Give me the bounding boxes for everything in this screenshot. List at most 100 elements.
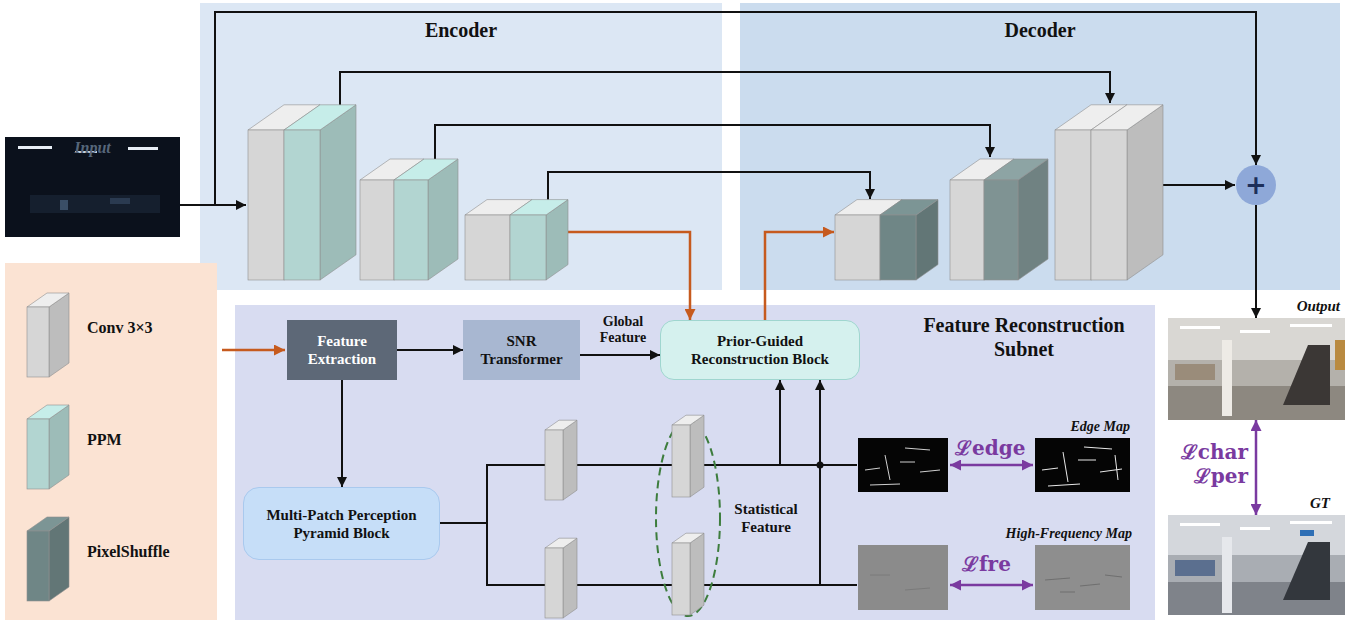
cuboid-front xyxy=(360,180,394,280)
cuboid-side xyxy=(284,105,320,280)
legend-swatch xyxy=(27,531,49,601)
high-frequency-images xyxy=(858,545,1130,610)
graphic-part xyxy=(30,195,160,213)
sum-circle: + xyxy=(1236,165,1276,205)
cuboid-top xyxy=(545,538,577,548)
node-text: GT xyxy=(1310,495,1330,512)
cuboid-front xyxy=(880,215,916,280)
node-text: Edge Map xyxy=(1071,419,1131,435)
cuboid-top xyxy=(545,420,577,430)
cuboid-top xyxy=(284,105,356,130)
cuboid-side xyxy=(690,533,704,615)
cuboid xyxy=(1055,105,1127,280)
graphic-part xyxy=(110,198,130,204)
connector xyxy=(440,380,780,523)
cuboid xyxy=(880,200,938,280)
graphic-part xyxy=(1168,318,1345,420)
graphic-part xyxy=(870,575,930,590)
node-text: Prior-Guided Reconstruction Block xyxy=(669,332,851,368)
cuboid-front xyxy=(394,180,428,280)
cuboid-front xyxy=(510,215,546,280)
cuboid xyxy=(284,105,356,280)
cuboid-front xyxy=(672,425,690,497)
cuboid xyxy=(27,293,69,377)
cuboid-side xyxy=(49,517,69,601)
process-box: Feature Extraction xyxy=(287,320,397,380)
edge-label: ℒchar ℒper xyxy=(1180,440,1248,488)
legend-swatch xyxy=(27,307,49,377)
graphic-part xyxy=(1168,515,1345,615)
cuboid xyxy=(672,415,704,497)
cuboid xyxy=(510,200,568,280)
input-image-box: Input xyxy=(5,137,180,237)
connector xyxy=(580,354,660,356)
graphic-part xyxy=(1175,364,1215,380)
graphic-part xyxy=(1180,326,1220,329)
graphic-part xyxy=(1035,545,1130,610)
decoder-band-fill xyxy=(740,3,1340,290)
graphic-part xyxy=(858,438,948,492)
cuboid-top xyxy=(672,533,704,543)
node-text: High-Frequency Map xyxy=(1006,526,1132,542)
decoder-band: + Decoder xyxy=(740,3,1340,290)
cuboid-top xyxy=(27,405,69,419)
legend-text: PPM xyxy=(87,431,122,449)
legend-text: PixelShuffle xyxy=(87,543,170,561)
cuboid-side xyxy=(49,405,69,489)
annotation-label: Statistical Feature xyxy=(724,500,808,536)
legend-item: Conv 3×3 xyxy=(5,281,217,381)
cuboid-top xyxy=(984,159,1048,180)
cuboid xyxy=(672,533,704,615)
cuboid-side xyxy=(49,293,69,377)
input-image xyxy=(5,137,180,237)
cuboid-front xyxy=(545,430,563,500)
node-text: Feature Extraction xyxy=(295,332,389,368)
graphic-part xyxy=(1290,521,1332,524)
output-image-box: Output xyxy=(1168,318,1345,420)
node-text: Output xyxy=(1297,298,1340,315)
connector xyxy=(1255,420,1258,515)
junction-dot xyxy=(817,462,824,469)
graphic-part xyxy=(858,545,948,610)
process-box: SNR Transformer xyxy=(463,320,580,380)
legend-panel: Conv 3×3PPM PixelShuffle xyxy=(5,263,217,620)
gt-image-box: GT xyxy=(1168,515,1345,615)
cuboid-side xyxy=(690,415,704,497)
connector xyxy=(1255,205,1257,318)
node-text: SNR Transformer xyxy=(471,332,572,368)
connector xyxy=(341,380,343,487)
cuboid xyxy=(394,159,458,280)
cuboid-front xyxy=(465,215,510,280)
cuboid-front xyxy=(1091,130,1127,280)
graphic-part xyxy=(1240,527,1270,530)
cuboid-front xyxy=(984,180,1018,280)
edge-map-box: Edge Map xyxy=(1035,438,1130,492)
graphic-part xyxy=(1180,523,1220,526)
legend-swatch xyxy=(27,419,49,489)
cuboid-top xyxy=(510,200,568,215)
node-text: Feature Reconstruction Subnet xyxy=(899,313,1149,361)
graphic-part xyxy=(1240,330,1270,333)
cuboid-front xyxy=(284,130,320,280)
encoder-band: Encoder xyxy=(200,3,722,290)
connector xyxy=(440,380,820,585)
cuboid-side xyxy=(1091,105,1127,280)
connector xyxy=(765,232,834,320)
connector xyxy=(568,232,690,320)
subnet-band: Feature Extraction SNR Transformer Prior-G… xyxy=(235,305,1155,620)
graphic-part xyxy=(18,146,52,149)
legend-text: Conv 3×3 xyxy=(87,319,153,337)
cuboid-top xyxy=(27,517,69,531)
cuboid-front xyxy=(1055,130,1091,280)
node-text: Decoder xyxy=(1004,3,1075,42)
skip-line xyxy=(548,172,870,200)
cuboid-front xyxy=(835,215,880,280)
legend-item: PixelShuffle xyxy=(5,505,217,605)
process-box: Multi-Patch Perception Pyramid Block xyxy=(243,487,440,560)
legend-swatch-svg xyxy=(19,505,89,605)
legend-item: PPM xyxy=(5,393,217,493)
legend-swatch-svg xyxy=(19,393,89,493)
frequency-map-box: High-Frequency Map xyxy=(1035,545,1130,610)
graphic-part xyxy=(1290,324,1332,327)
